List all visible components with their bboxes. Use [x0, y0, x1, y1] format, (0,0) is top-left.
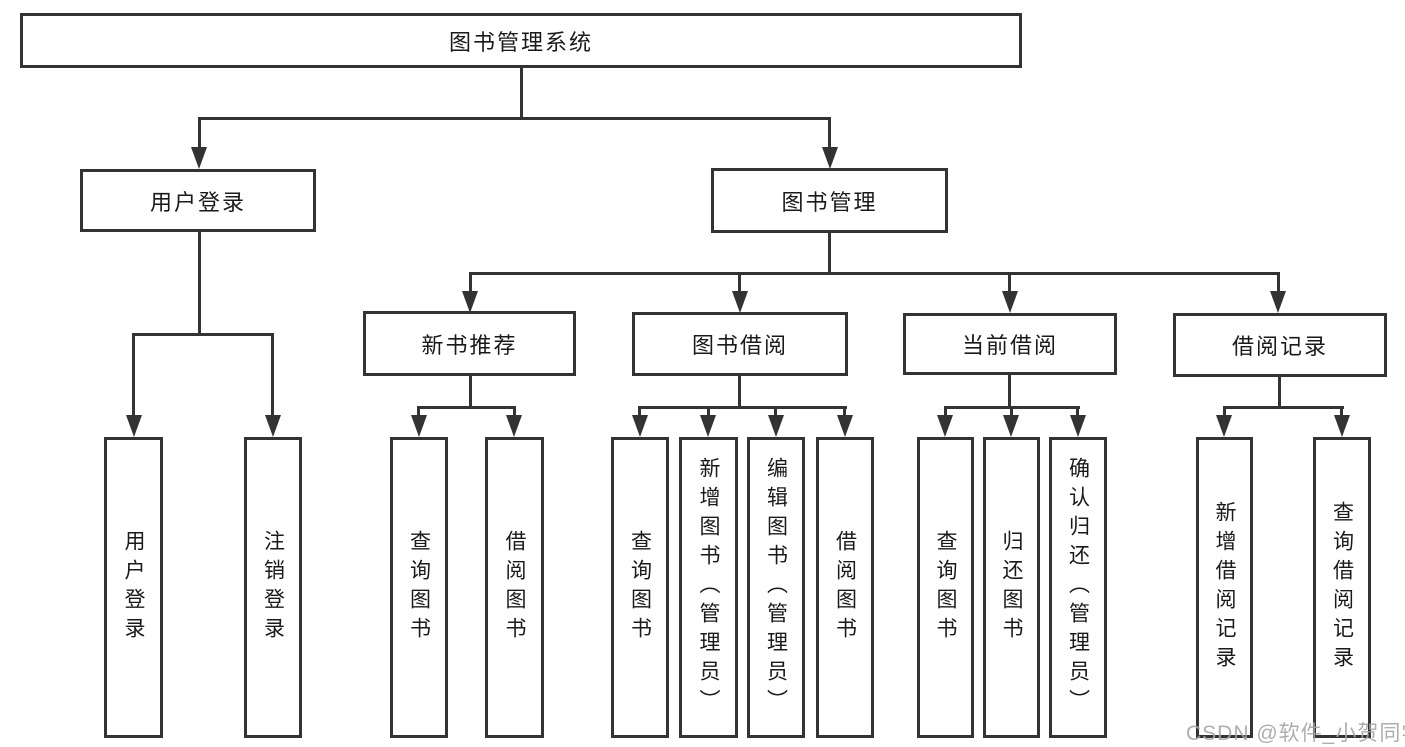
leaf-return-books: 归还图书: [983, 437, 1040, 738]
arrowhead-down-icon: [265, 415, 281, 437]
connector-line: [944, 406, 947, 416]
arrowhead-down-icon: [126, 415, 142, 437]
arrowhead-down-icon: [822, 147, 838, 169]
arrowhead-down-icon: [837, 415, 853, 437]
connector-line: [513, 406, 516, 416]
connector-line: [469, 376, 472, 408]
leaf-query-books-borrow: 查询图书: [611, 437, 669, 738]
leaf-logout: 注销登录: [244, 437, 302, 738]
connector-line: [417, 406, 516, 409]
arrowhead-down-icon: [1216, 415, 1232, 437]
node-book-management: 图书管理: [711, 168, 948, 233]
connector-line: [1010, 406, 1013, 416]
connector-line: [469, 272, 1279, 275]
node-user-login: 用户登录: [80, 169, 316, 232]
node-borrow-records: 借阅记录: [1173, 313, 1387, 377]
connector-line: [638, 406, 641, 416]
connector-line: [1076, 406, 1079, 416]
leaf-borrow-books: 借阅图书: [816, 437, 874, 738]
arrowhead-down-icon: [1070, 415, 1086, 437]
arrowhead-down-icon: [632, 415, 648, 437]
connector-line: [774, 406, 777, 416]
connector-line: [1278, 377, 1281, 408]
connector-line: [132, 333, 274, 336]
arrowhead-down-icon: [411, 415, 427, 437]
connector-line: [198, 117, 201, 149]
connector-line: [1223, 406, 1344, 409]
connector-line: [843, 406, 846, 416]
connector-line: [828, 117, 831, 149]
connector-line: [1340, 406, 1343, 416]
connector-line: [469, 272, 472, 293]
connector-line: [198, 232, 201, 335]
connector-line: [520, 68, 523, 120]
arrowhead-down-icon: [1334, 415, 1350, 437]
connector-line: [417, 406, 420, 416]
arrowhead-down-icon: [462, 291, 478, 313]
connector-line: [638, 406, 847, 409]
leaf-query-borrow-record: 查询借阅记录: [1313, 437, 1371, 738]
leaf-query-books-current: 查询图书: [917, 437, 974, 738]
leaf-user-login: 用户登录: [104, 437, 163, 738]
leaf-query-books-recommend: 查询图书: [390, 437, 448, 738]
leaf-borrow-books-recommend: 借阅图书: [485, 437, 544, 738]
connector-line: [1008, 272, 1011, 293]
node-current-borrow: 当前借阅: [903, 313, 1117, 375]
leaf-add-book-admin: 新增图书（管理员）: [679, 437, 738, 738]
node-root: 图书管理系统: [20, 13, 1022, 68]
arrowhead-down-icon: [700, 415, 716, 437]
arrowhead-down-icon: [937, 415, 953, 437]
arrowhead-down-icon: [732, 291, 748, 313]
arrowhead-down-icon: [506, 415, 522, 437]
node-new-book-recommend: 新书推荐: [363, 311, 576, 376]
connector-line: [1277, 272, 1280, 293]
connector-line: [271, 333, 274, 416]
leaf-confirm-return-admin: 确认归还（管理员）: [1049, 437, 1107, 738]
connector-line: [828, 233, 831, 274]
connector-line: [738, 376, 741, 408]
leaf-add-borrow-record: 新增借阅记录: [1196, 437, 1253, 738]
connector-line: [198, 117, 831, 120]
arrowhead-down-icon: [1003, 415, 1019, 437]
arrowhead-down-icon: [1002, 291, 1018, 313]
watermark: CSDN @软件_小贺同学: [1186, 722, 1405, 745]
connector-line: [1223, 406, 1226, 416]
leaf-edit-book-admin: 编辑图书（管理员）: [747, 437, 805, 738]
arrowhead-down-icon: [1270, 291, 1286, 313]
connector-line: [1008, 375, 1011, 408]
arrowhead-down-icon: [191, 147, 207, 169]
connector-line: [707, 406, 710, 416]
arrowhead-down-icon: [768, 415, 784, 437]
node-book-borrow: 图书借阅: [632, 312, 848, 376]
connector-line: [738, 272, 741, 293]
connector-line: [132, 333, 135, 416]
